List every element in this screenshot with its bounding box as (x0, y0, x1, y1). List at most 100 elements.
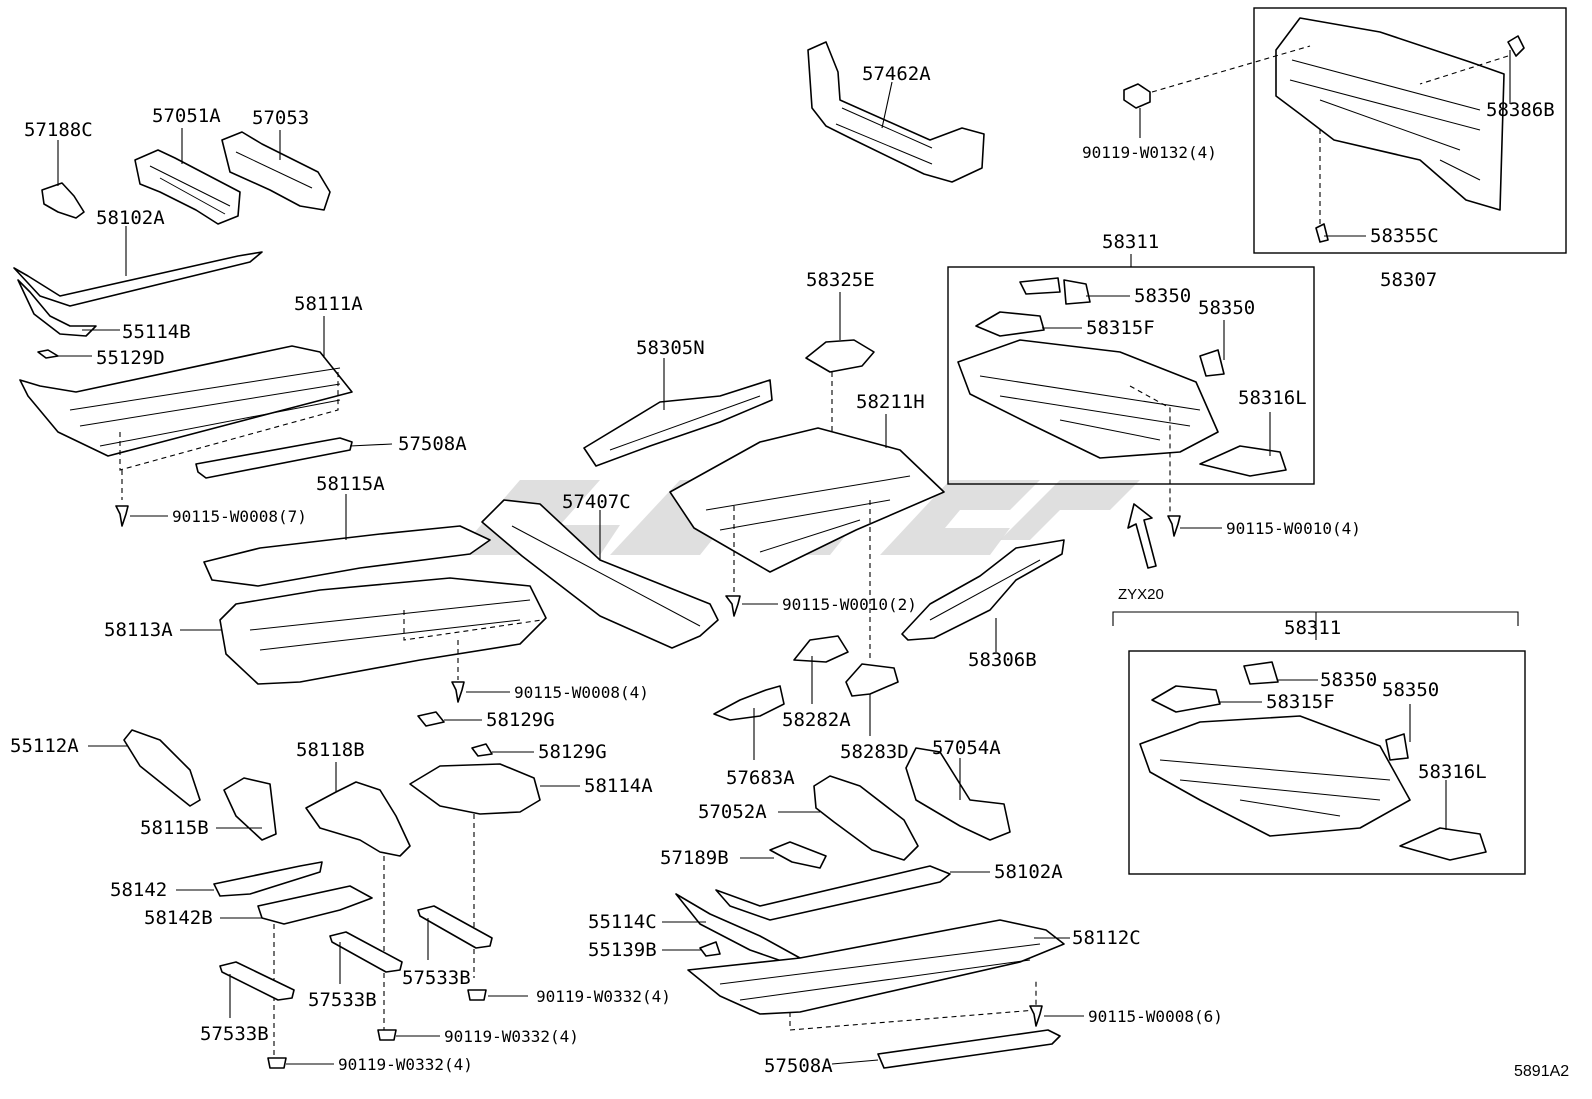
part-58350-bot-b[interactable] (1385, 733, 1409, 761)
label-58350-a[interactable]: 58350 (1134, 285, 1191, 307)
label-58311-top[interactable]: 58311 (1102, 231, 1159, 253)
bolt-90115-w0010-2[interactable] (725, 595, 741, 617)
part-58311-top-floor[interactable] (957, 339, 1219, 459)
part-57533b-c[interactable] (417, 905, 493, 949)
label-90115-w0010-4[interactable]: 90115-W0010(4) (1226, 519, 1361, 538)
part-57051a[interactable] (134, 149, 241, 225)
label-58118b[interactable]: 58118B (296, 739, 365, 761)
label-90119-w0132-4[interactable]: 90119-W0132(4) (1082, 143, 1217, 162)
part-58114a[interactable] (409, 763, 541, 815)
part-58282a[interactable] (793, 635, 849, 663)
label-58350-d[interactable]: 58350 (1382, 679, 1439, 701)
part-58111a[interactable] (19, 345, 353, 457)
part-58316l-top[interactable] (1199, 445, 1287, 477)
bolt-90115-w0010-4[interactable] (1167, 515, 1181, 537)
label-58305n[interactable]: 58305N (636, 337, 705, 359)
part-57462a[interactable] (807, 41, 985, 183)
label-58315f-top[interactable]: 58315F (1086, 317, 1155, 339)
label-58316l-top[interactable]: 58316L (1238, 387, 1307, 409)
part-55139b[interactable] (699, 941, 721, 957)
label-55139b[interactable]: 55139B (588, 939, 657, 961)
label-58283d[interactable]: 58283D (840, 741, 909, 763)
label-58102a-top[interactable]: 58102A (96, 207, 165, 229)
bolt-90119-w0332-a[interactable] (467, 989, 487, 1001)
label-55114b[interactable]: 55114B (122, 321, 191, 343)
part-57508a-top[interactable] (195, 437, 353, 479)
label-58102a-bottom[interactable]: 58102A (994, 861, 1063, 883)
label-90119-w0332-c[interactable]: 90119-W0332(4) (338, 1055, 473, 1074)
label-58111a[interactable]: 58111A (294, 293, 363, 315)
part-57533b-b[interactable] (329, 931, 403, 973)
label-90115-w0008-4[interactable]: 90115-W0008(4) (514, 683, 649, 702)
label-55129d[interactable]: 55129D (96, 347, 165, 369)
label-55114c[interactable]: 55114C (588, 911, 657, 933)
part-57407c[interactable] (481, 499, 719, 649)
label-58306b[interactable]: 58306B (968, 649, 1037, 671)
bolt-90115-w0008-7[interactable] (115, 505, 129, 527)
part-58306b[interactable] (901, 539, 1065, 641)
label-57188c[interactable]: 57188C (24, 119, 93, 141)
part-58325e[interactable] (805, 339, 875, 373)
label-57533b-a[interactable]: 57533B (200, 1023, 269, 1045)
label-58112c[interactable]: 58112C (1072, 927, 1141, 949)
part-57052a[interactable] (813, 775, 919, 861)
label-58129g-a[interactable]: 58129G (486, 709, 555, 731)
label-57054a[interactable]: 57054A (932, 737, 1001, 759)
part-58350-bot-a[interactable] (1243, 661, 1279, 685)
part-58350-top-a[interactable] (1019, 277, 1061, 295)
label-58386b[interactable]: 58386B (1486, 99, 1555, 121)
part-58311-bottom-floor[interactable] (1139, 715, 1411, 837)
label-58113a[interactable]: 58113A (104, 619, 173, 641)
label-58115a[interactable]: 58115A (316, 473, 385, 495)
part-58115b[interactable] (223, 777, 277, 841)
bolt-90119-w0332-b[interactable] (377, 1029, 397, 1041)
part-57189b[interactable] (769, 841, 827, 869)
label-58115b[interactable]: 58115B (140, 817, 209, 839)
label-57462a[interactable]: 57462A (862, 63, 931, 85)
label-58355c[interactable]: 58355C (1370, 225, 1439, 247)
part-58118b[interactable] (305, 781, 411, 857)
label-58211h[interactable]: 58211H (856, 391, 925, 413)
clip-58386b[interactable] (1507, 35, 1525, 57)
part-58142[interactable] (213, 861, 323, 897)
label-90115-w0010-2[interactable]: 90115-W0010(2) (782, 595, 917, 614)
label-58142b[interactable]: 58142B (144, 907, 213, 929)
label-90115-w0008-6[interactable]: 90115-W0008(6) (1088, 1007, 1223, 1026)
part-58315f-top[interactable] (975, 311, 1045, 337)
part-58307[interactable] (1275, 17, 1505, 211)
part-58113a[interactable] (219, 577, 547, 685)
label-57051a[interactable]: 57051A (152, 105, 221, 127)
label-55112a[interactable]: 55112A (10, 735, 79, 757)
label-58311-bottom[interactable]: 58311 (1284, 617, 1341, 639)
label-57053[interactable]: 57053 (252, 107, 309, 129)
label-58325e[interactable]: 58325E (806, 269, 875, 291)
label-58282a[interactable]: 58282A (782, 709, 851, 731)
part-58350-top-b[interactable] (1063, 279, 1091, 305)
part-58315f-bot[interactable] (1151, 685, 1221, 713)
label-57508a-top[interactable]: 57508A (398, 433, 467, 455)
part-58350-top-c[interactable] (1199, 349, 1225, 377)
part-58142b[interactable] (257, 885, 373, 925)
part-58102a-bottom[interactable] (715, 865, 951, 921)
label-58129g-b[interactable]: 58129G (538, 741, 607, 763)
part-58112c[interactable] (687, 919, 1065, 1015)
label-58142[interactable]: 58142 (110, 879, 167, 901)
label-58350-c[interactable]: 58350 (1320, 669, 1377, 691)
bolt-90119-w0332-c[interactable] (267, 1057, 287, 1069)
clip-58355c[interactable] (1315, 223, 1329, 243)
label-57533b-c[interactable]: 57533B (402, 967, 471, 989)
part-58316l-bot[interactable] (1399, 827, 1487, 861)
label-58316l-bottom[interactable]: 58316L (1418, 761, 1487, 783)
part-57683a[interactable] (713, 685, 785, 721)
label-57683a[interactable]: 57683A (726, 767, 795, 789)
part-57188c[interactable] (41, 182, 85, 219)
label-57508a-bottom[interactable]: 57508A (764, 1055, 833, 1077)
part-58129g-a[interactable] (417, 711, 445, 727)
part-55129d[interactable] (37, 349, 59, 359)
label-57052a[interactable]: 57052A (698, 801, 767, 823)
label-90115-w0008-7[interactable]: 90115-W0008(7) (172, 507, 307, 526)
label-57407c[interactable]: 57407C (562, 491, 631, 513)
part-57533b-a[interactable] (219, 961, 295, 1001)
part-58115a[interactable] (203, 525, 491, 587)
label-90119-w0332-a[interactable]: 90119-W0332(4) (536, 987, 671, 1006)
